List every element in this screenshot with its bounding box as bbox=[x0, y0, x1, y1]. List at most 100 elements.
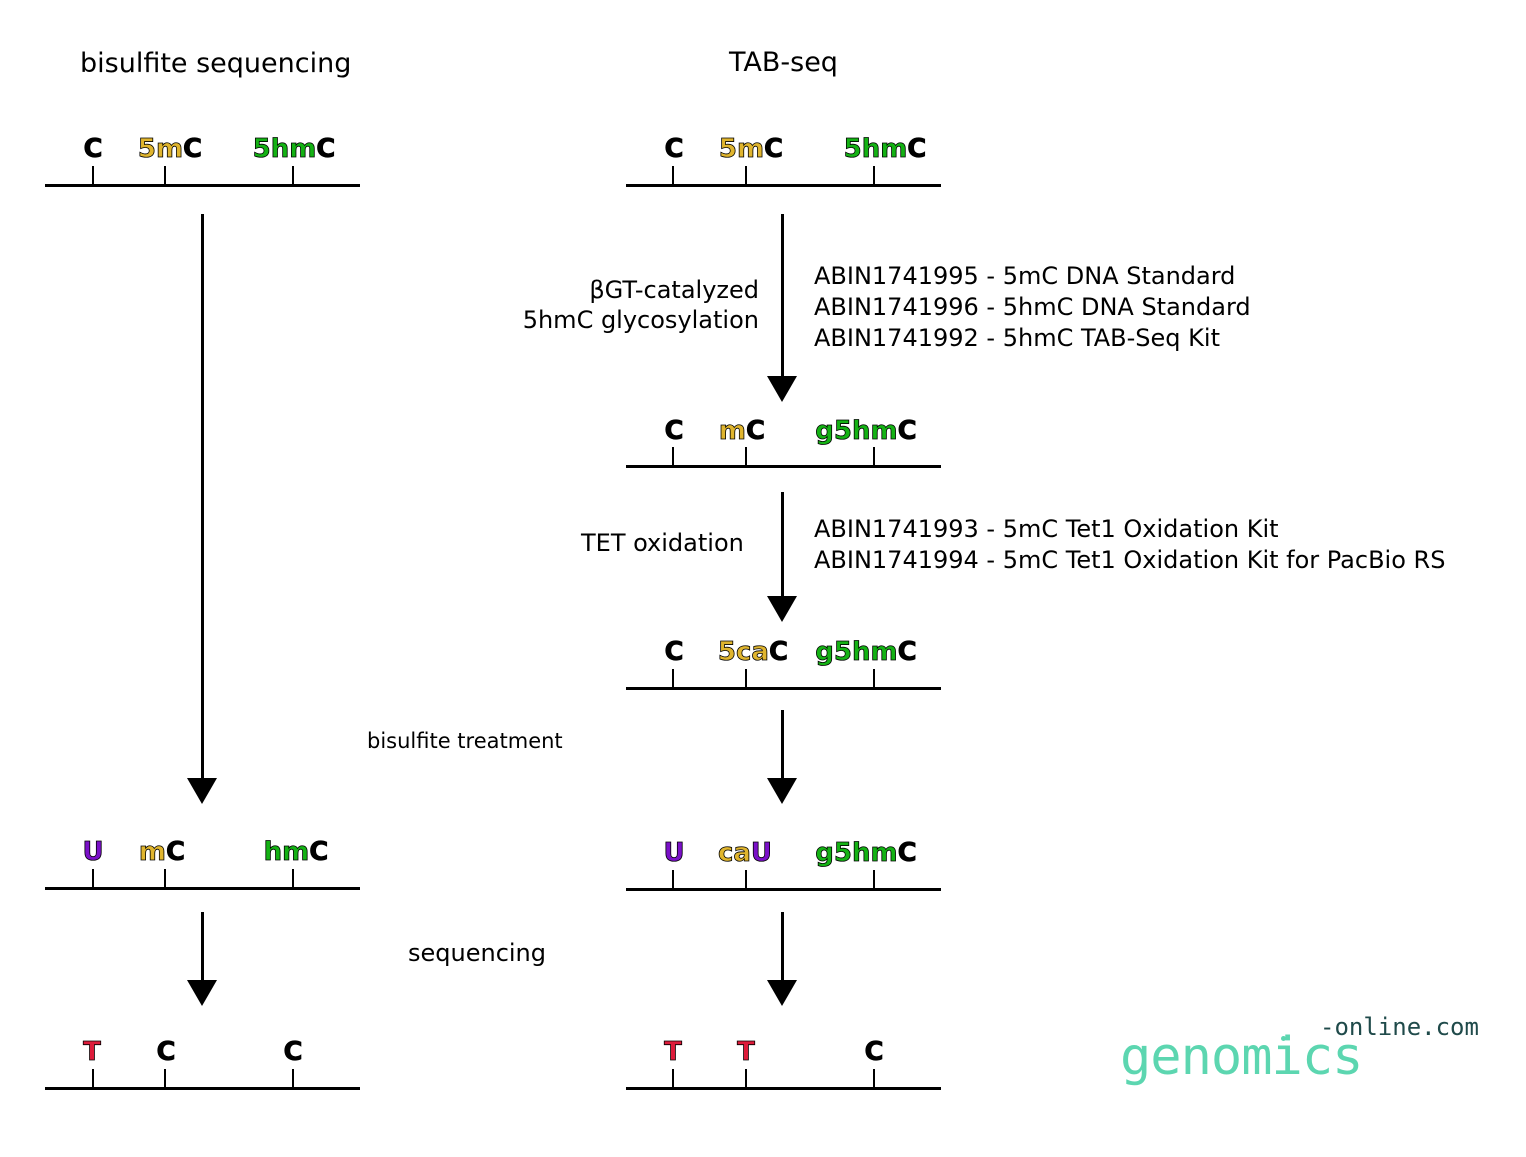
site-tick bbox=[745, 669, 747, 688]
arrow-down-icon bbox=[767, 596, 797, 622]
base-label-segment: T bbox=[664, 1037, 683, 1068]
site-tick bbox=[873, 166, 875, 185]
product-list-2: ABIN1741993 - 5mC Tet1 Oxidation Kit ABI… bbox=[814, 514, 1445, 576]
base-label: g5hmC bbox=[815, 416, 917, 447]
base-label-segment: 5hm bbox=[843, 134, 908, 165]
site-tick bbox=[164, 166, 166, 185]
dna-strand-right-1 bbox=[626, 184, 941, 187]
base-label: C bbox=[664, 416, 684, 447]
step-label-bgt-line-1: βGT-catalyzed bbox=[589, 276, 759, 304]
site-tick bbox=[164, 1069, 166, 1088]
base-label-segment: g5hm bbox=[815, 416, 898, 447]
arrow-shaft bbox=[201, 214, 204, 780]
site-tick bbox=[672, 1069, 674, 1088]
base-label-segment: C bbox=[664, 416, 684, 447]
arrow-shaft bbox=[781, 214, 784, 378]
site-tick bbox=[164, 869, 166, 888]
base-label-segment: C bbox=[897, 416, 917, 447]
site-tick bbox=[745, 447, 747, 466]
base-label: mC bbox=[138, 837, 186, 868]
base-label: 5caC bbox=[717, 637, 789, 668]
base-label: caU bbox=[717, 838, 773, 869]
base-label-segment: C bbox=[316, 134, 336, 165]
site-tick bbox=[873, 870, 875, 889]
base-label-segment: C bbox=[907, 134, 927, 165]
base-label-segment: C bbox=[83, 134, 103, 165]
site-tick bbox=[292, 1069, 294, 1088]
logo-dot bbox=[1281, 1036, 1286, 1041]
base-label: 5hmC bbox=[843, 134, 927, 165]
site-tick bbox=[92, 869, 94, 888]
arrow-down-icon bbox=[767, 980, 797, 1006]
base-label-segment: C bbox=[664, 637, 684, 668]
base-label: U bbox=[82, 837, 104, 868]
base-label: T bbox=[664, 1037, 683, 1068]
base-label-segment: ca bbox=[717, 838, 752, 869]
base-label-segment: C bbox=[764, 134, 784, 165]
base-label: C bbox=[664, 134, 684, 165]
base-label-segment: 5hm bbox=[252, 134, 317, 165]
arrow-down-icon bbox=[187, 980, 217, 1006]
arrow-shaft bbox=[781, 710, 784, 780]
base-label-segment: m bbox=[718, 416, 747, 447]
logo-genomics: genomics bbox=[1120, 1027, 1363, 1087]
arrow-shaft bbox=[781, 912, 784, 982]
base-label: T bbox=[83, 1037, 102, 1068]
dna-strand-left-3 bbox=[45, 1087, 360, 1090]
base-label-segment: C bbox=[746, 416, 766, 447]
product-list-1: ABIN1741995 - 5mC DNA Standard ABIN17419… bbox=[814, 261, 1251, 354]
base-label-segment: m bbox=[138, 837, 167, 868]
site-tick bbox=[745, 166, 747, 185]
base-label-segment: U bbox=[82, 837, 104, 868]
arrow-down-icon bbox=[767, 778, 797, 804]
step-label-bisulfite: bisulfite treatment bbox=[367, 729, 563, 753]
base-label-segment: C bbox=[664, 134, 684, 165]
product-item: ABIN1741996 - 5hmC DNA Standard bbox=[814, 293, 1251, 321]
base-label-segment: C bbox=[183, 134, 203, 165]
base-label: g5hmC bbox=[815, 637, 917, 668]
base-label-segment: g5hm bbox=[815, 838, 898, 869]
base-label: mC bbox=[718, 416, 766, 447]
base-label-segment: C bbox=[768, 637, 789, 668]
site-tick bbox=[745, 1069, 747, 1088]
site-tick bbox=[745, 870, 747, 889]
step-label-tet: TET oxidation bbox=[581, 529, 744, 557]
site-tick bbox=[672, 166, 674, 185]
base-label: 5mC bbox=[137, 134, 203, 165]
arrow-down-icon bbox=[187, 778, 217, 804]
site-tick bbox=[92, 166, 94, 185]
base-label: C bbox=[83, 134, 103, 165]
dna-strand-left-1 bbox=[45, 184, 360, 187]
dna-strand-right-3 bbox=[626, 687, 941, 690]
arrow-shaft bbox=[201, 912, 204, 982]
base-label: 5hmC bbox=[252, 134, 336, 165]
product-item: ABIN1741992 - 5hmC TAB-Seq Kit bbox=[814, 324, 1220, 352]
step-label-bgt: βGT-catalyzed 5hmC glycosylation bbox=[523, 276, 759, 334]
product-item: ABIN1741995 - 5mC DNA Standard bbox=[814, 262, 1236, 290]
logo-suffix: -online.com bbox=[1320, 1013, 1479, 1041]
site-tick bbox=[873, 669, 875, 688]
base-label: T bbox=[737, 1037, 756, 1068]
dna-strand-right-4 bbox=[626, 888, 941, 891]
base-label-segment: g5hm bbox=[815, 637, 898, 668]
base-label: g5hmC bbox=[815, 838, 917, 869]
base-label-segment: T bbox=[83, 1037, 102, 1068]
base-label-segment: C bbox=[864, 1037, 884, 1068]
product-item: ABIN1741993 - 5mC Tet1 Oxidation Kit bbox=[814, 515, 1279, 543]
base-label: U bbox=[663, 838, 685, 869]
step-label-bgt-line-2: 5hmC glycosylation bbox=[522, 306, 759, 334]
site-tick bbox=[672, 447, 674, 466]
base-label-segment: U bbox=[663, 838, 685, 869]
base-label: C bbox=[664, 637, 684, 668]
product-item: ABIN1741994 - 5mC Tet1 Oxidation Kit for… bbox=[814, 546, 1446, 574]
site-tick bbox=[92, 1069, 94, 1088]
arrow-down-icon bbox=[767, 376, 797, 402]
base-label: hmC bbox=[263, 837, 329, 868]
base-label: 5mC bbox=[718, 134, 784, 165]
base-label: C bbox=[864, 1037, 884, 1068]
base-label-segment: 5m bbox=[137, 134, 184, 165]
base-label-segment: C bbox=[897, 637, 917, 668]
base-label-segment: C bbox=[897, 838, 917, 869]
base-label-segment: 5ca bbox=[717, 637, 770, 668]
site-tick bbox=[672, 669, 674, 688]
